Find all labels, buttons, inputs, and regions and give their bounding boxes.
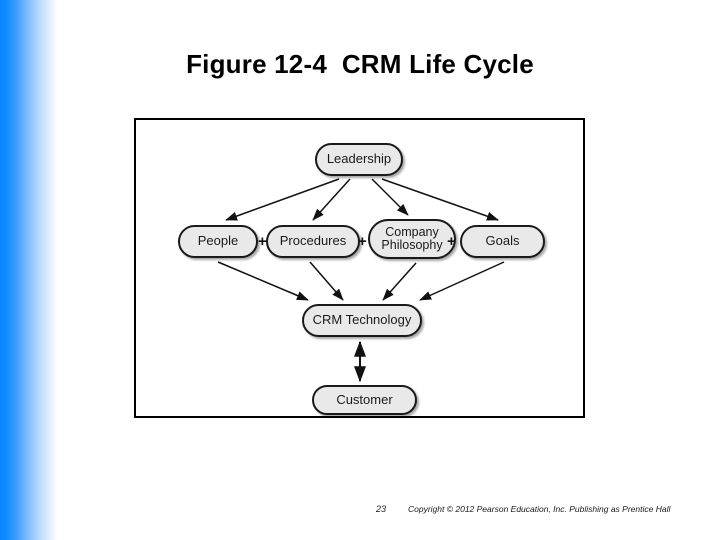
diagram-node-label: Leadership [326,151,392,167]
diagram-node-label: Goals [485,233,520,249]
page-title: Figure 12-4 CRM Life Cycle [186,49,534,79]
diagram-node-customer: Customer [312,385,417,415]
page-number: 23 [376,504,387,514]
figure-frame: Leadership People + Procedures + Company… [134,118,585,418]
plus-operator-2: + [358,233,367,250]
diagram-node-crm-technology: CRM Technology [302,304,422,337]
slide-accent-band [0,0,58,540]
diagram-node-label: Customer [336,391,393,407]
slide-footer: 23 Copyright © 2012 Pearson Education, I… [0,504,720,518]
diagram-node-label: CRM Technology [312,312,412,328]
arrow-philosophy-crm [382,262,417,301]
arrow-procedures-crm [309,261,344,301]
diagram-node-label: Procedures [279,233,347,249]
diagram-node-procedures: Procedures [266,225,360,258]
plus-operator-3: + [447,233,456,250]
arrow-leadership-procedures [312,178,351,221]
arrow-goals-crm [419,261,505,301]
diagram-node-company-philosophy: Company Philosophy [368,219,456,259]
arrow-leadership-philosophy [371,178,409,216]
copyright-notice: Copyright © 2012 Pearson Education, Inc.… [408,504,671,514]
arrow-people-crm [217,261,309,301]
plus-operator-1: + [258,233,267,250]
diagram-node-label: People [197,233,239,249]
arrow-leadership-people [225,178,340,221]
diagram-arrow-layer [217,178,505,383]
diagram-node-leadership: Leadership [315,143,403,176]
arrow-leadership-goals [381,178,499,221]
diagram-node-goals: Goals [460,225,545,258]
diagram-node-label: Company Philosophy [381,224,443,252]
diagram-node-people: People [178,225,258,258]
